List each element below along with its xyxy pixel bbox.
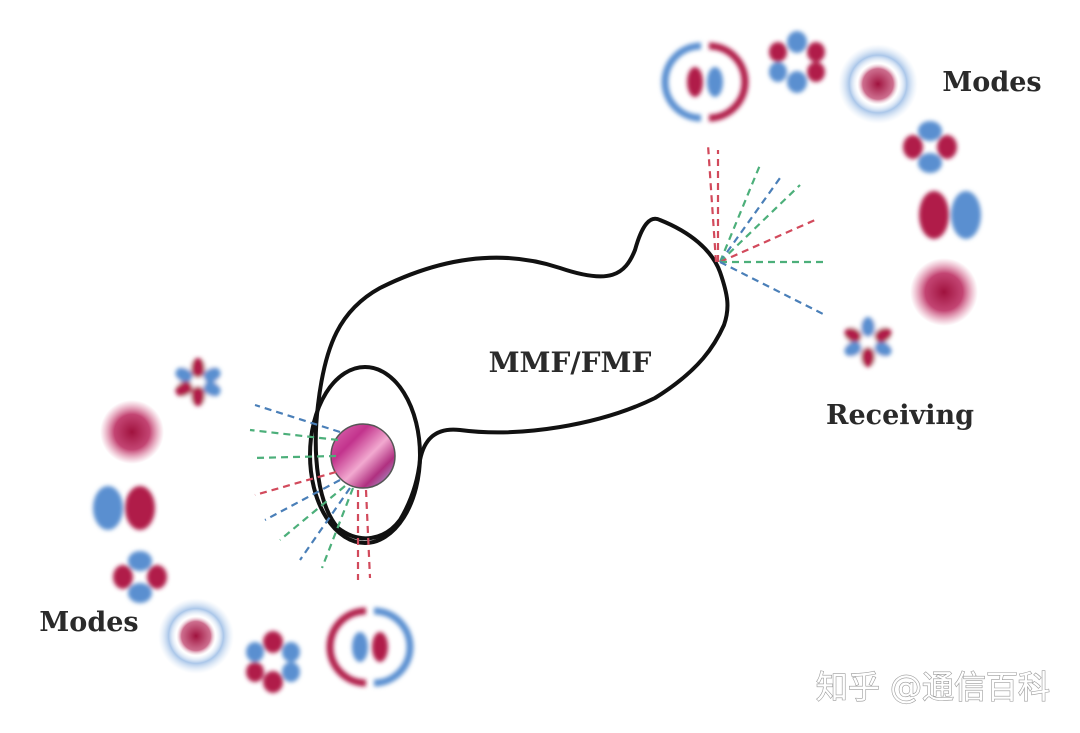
input-beams (249, 403, 372, 580)
receiving-label: Receiving (826, 400, 974, 431)
fiber-label: MMF/FMF (489, 346, 652, 379)
output-mode-lp01 (910, 258, 978, 326)
fiber-core (330, 423, 396, 489)
fiber-input-face (308, 365, 422, 545)
input-mode-lp21 (113, 551, 167, 603)
output-mode-lp21 (903, 121, 957, 173)
output-mode-lp11-horizontal (919, 191, 981, 239)
output-mode-lp21-petal-2 (844, 317, 892, 367)
output-mode-lp02 (838, 44, 918, 124)
input-mode-lp11-ring (326, 607, 414, 687)
input-mode-lp21-petal-2 (246, 631, 300, 693)
output-mode-lp11-ring (661, 42, 749, 122)
input-mode-lp11-horizontal (93, 486, 155, 530)
output-mode-lp21-petal-1 (769, 31, 825, 93)
input-modes-label: Modes (39, 607, 138, 638)
watermark: 知乎 @通信百科 (816, 668, 1050, 706)
input-mode-lp01 (100, 400, 164, 464)
input-mode-lp02 (158, 598, 234, 674)
output-beams (706, 144, 826, 316)
input-mode-lp21-petal-1 (175, 358, 221, 406)
output-modes-label: Modes (942, 67, 1041, 98)
